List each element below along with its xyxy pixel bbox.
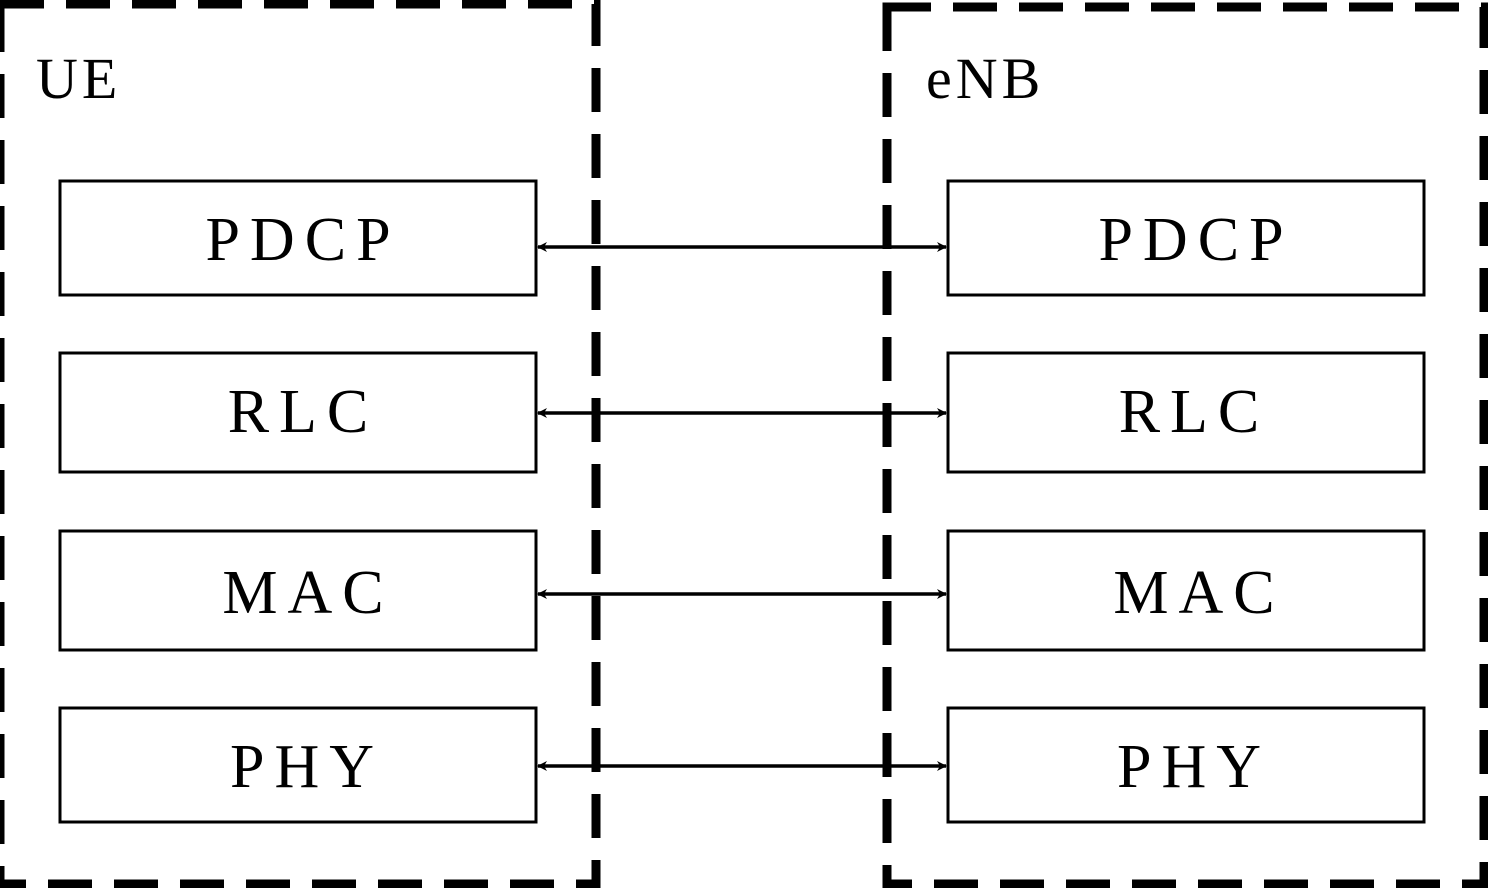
enb-layer-pdcp: PDCP [946, 179, 1426, 297]
enb-rlc-box [946, 351, 1426, 474]
enb-pdcp-label: PDCP [1098, 206, 1293, 274]
enb-dashed-border [882, 2, 1488, 888]
enb-phy-label: PHY [1117, 733, 1271, 801]
ue-title: UE [36, 46, 121, 111]
ue-rlc-label: RLC [228, 378, 379, 446]
enb-phy-box [946, 706, 1426, 824]
enb-mac-box [946, 529, 1426, 652]
enb-mac-label: MAC [1113, 559, 1284, 627]
ue-rlc-box [58, 351, 538, 474]
enb-rlc-label: RLC [1119, 378, 1270, 446]
enb-title: eNB [926, 46, 1044, 111]
ue-dashed-border [0, 0, 601, 888]
enb-pdcp-box [946, 179, 1426, 297]
ue-phy-box [58, 706, 538, 824]
ue-mac-label: MAC [222, 559, 393, 627]
ue-mac-box [58, 529, 538, 652]
ue-pdcp-label: PDCP [205, 206, 400, 274]
ue-entity: UE PDCP RLC MAC PHY [0, 0, 601, 888]
ue-layer-pdcp: PDCP [58, 179, 538, 297]
enb-entity: eNB PDCP RLC MAC PHY [882, 2, 1488, 888]
ue-pdcp-box [58, 179, 538, 297]
ue-phy-label: PHY [230, 733, 384, 801]
enb-layer-phy: PHY [946, 706, 1426, 824]
peer-connections [537, 242, 947, 771]
ue-layer-phy: PHY [58, 706, 538, 824]
enb-layer-rlc: RLC [946, 351, 1426, 474]
enb-layer-mac: MAC [946, 529, 1426, 652]
ue-layer-mac: MAC [58, 529, 538, 652]
ue-layer-rlc: RLC [58, 351, 538, 474]
